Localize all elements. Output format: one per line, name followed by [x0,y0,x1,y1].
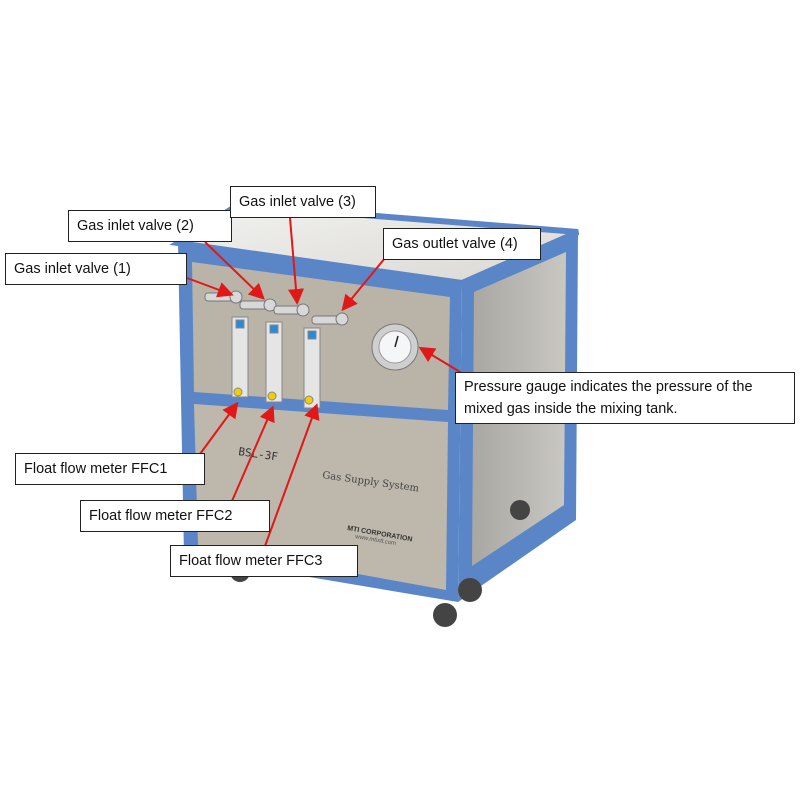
callout-gas-inlet-valve-1: Gas inlet valve (1) [5,253,187,285]
flow-meters [231,316,321,409]
callout-float-flow-meter-ffc2: Float flow meter FFC2 [80,500,270,532]
callout-gas-outlet-valve-4: Gas outlet valve (4) [383,228,541,260]
pressure-gauge [371,323,419,371]
arrow-ffc2 [231,405,275,502]
arrow-ffc1 [199,401,239,455]
valve-handles [204,290,349,326]
model-text: BSL-3F [238,445,279,463]
arrow-valve3 [288,217,304,305]
callout-pressure-gauge: Pressure gauge indicates the pressure of… [455,372,795,424]
arrow-valve2 [204,241,265,300]
arrow-valve1 [186,277,234,298]
lower-panel [194,404,448,590]
callout-gas-inlet-valve-2: Gas inlet valve (2) [68,210,232,242]
callout-gas-inlet-valve-3: Gas inlet valve (3) [230,186,376,218]
callout-float-flow-meter-ffc1: Float flow meter FFC1 [15,453,205,485]
callout-float-flow-meter-ffc3: Float flow meter FFC3 [170,545,358,577]
arrow-ffc3 [264,403,320,547]
arrow-valve4 [341,257,386,312]
